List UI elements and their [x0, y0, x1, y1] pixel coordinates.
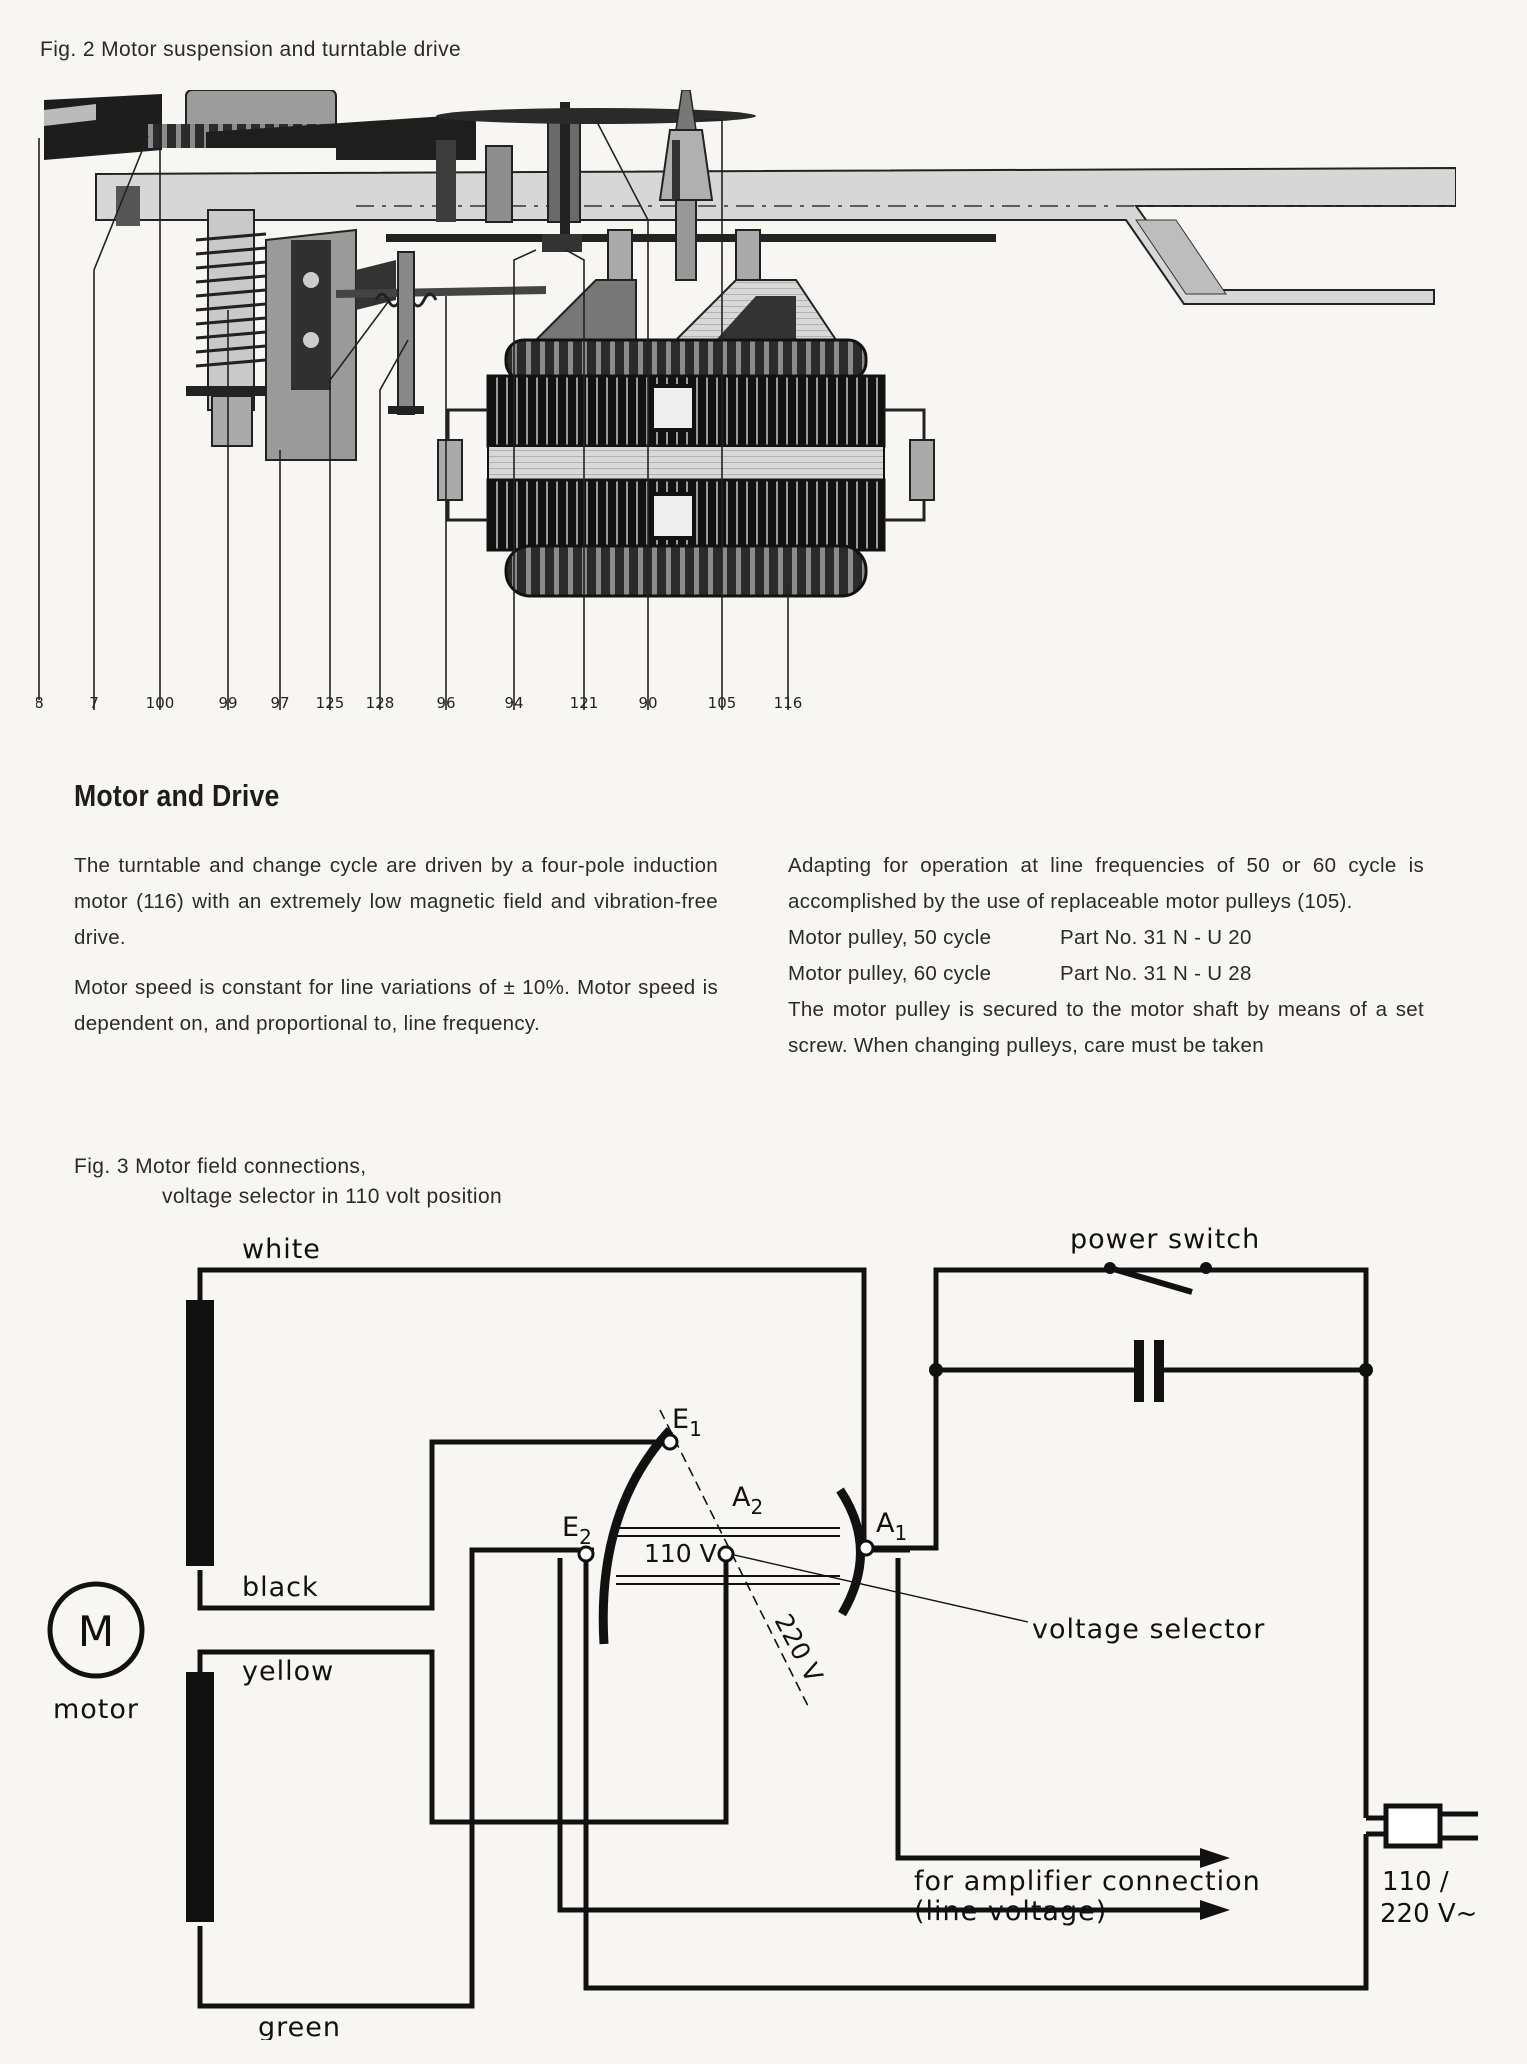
fig2-callouts: 8 7 100 99 97 125 128 96 94 121 90 105 1… — [36, 694, 802, 712]
paragraph: Adapting for operation at line frequenci… — [788, 854, 1424, 913]
callout: 90 — [638, 694, 657, 712]
motor-symbol-icon — [47, 1581, 145, 1679]
callout: 7 — [89, 694, 99, 712]
callout: 105 — [708, 694, 737, 712]
idler-wheel — [436, 108, 756, 124]
paragraph: The motor pulley is secured to the motor… — [788, 998, 1424, 1057]
wires — [197, 1267, 1369, 2009]
part-label: Motor pulley, 50 cycle — [788, 926, 992, 949]
arrowheads — [1200, 1848, 1230, 1920]
link-spring — [336, 251, 546, 415]
wire-label-green: green — [258, 2012, 341, 2040]
motor-pulley — [658, 90, 714, 281]
terminal-label-a1: A1 — [876, 1508, 907, 1545]
turntable-rim — [44, 94, 162, 160]
plug-voltage-line1: 110 / — [1382, 1867, 1449, 1897]
drive-posts — [436, 102, 582, 252]
fig2-caption: Fig. 2 Motor suspension and turntable dr… — [40, 38, 462, 61]
voltage-selector — [577, 1409, 1029, 1707]
wire-label-black: black — [242, 1572, 319, 1603]
section-heading: Motor and Drive — [74, 778, 280, 813]
callout: 116 — [774, 694, 803, 712]
callout: 94 — [504, 694, 523, 712]
callout: 100 — [146, 694, 175, 712]
wire-label-yellow: yellow — [242, 1656, 334, 1687]
fig3-caption: Fig. 3 Motor field connections, voltage … — [74, 1152, 502, 1212]
part-number: Part No. 31 N - U 28 — [1060, 962, 1252, 985]
text-column-right: Adapting for operation at line frequenci… — [788, 848, 1424, 1078]
part-label: Motor pulley, 60 cycle — [788, 962, 992, 985]
callout: 99 — [218, 694, 237, 712]
paragraph: Motor speed is constant for line variati… — [74, 976, 718, 1035]
part-number: Part No. 31 N - U 20 — [1060, 926, 1252, 949]
motor-body — [437, 279, 935, 598]
amplifier-label-line1: for amplifier connection — [914, 1866, 1261, 1897]
position-label-110v: 110 V — [644, 1539, 717, 1568]
suspension-spring — [116, 186, 296, 447]
callout: 128 — [366, 694, 395, 712]
terminal-label-a2: A2 — [732, 1482, 763, 1519]
fig3-wiring-diagram: M motor white black yellow green power s… — [47, 1224, 1478, 2040]
text-column-left: The turntable and change cycle are drive… — [74, 848, 718, 1056]
terminal-label-e1: E1 — [672, 1404, 702, 1441]
callout: 125 — [316, 694, 345, 712]
motor-bracket — [265, 228, 396, 461]
callout: 96 — [436, 694, 455, 712]
motor-coil-upper — [186, 1300, 214, 1566]
part-row: Motor pulley, 60 cycle Part No. 31 N - U… — [788, 956, 1424, 992]
motor-coil-lower — [186, 1672, 214, 1922]
plug-voltage-line2: 220 V~ — [1380, 1899, 1477, 1929]
power-switch-label: power switch — [1070, 1224, 1260, 1255]
fig2-illustration: 8 7 100 99 97 125 128 96 94 121 90 105 1… — [36, 90, 1456, 712]
amplifier-label-line2: (line voltage) — [914, 1896, 1107, 1927]
mains-plug-icon — [1366, 1803, 1478, 1849]
leader-lines — [38, 110, 789, 710]
paragraph: The turntable and change cycle are drive… — [74, 854, 718, 949]
callout: 97 — [270, 694, 289, 712]
power-switch: power switch — [1070, 1224, 1260, 1295]
gear-assembly — [148, 90, 476, 160]
wire-label-white: white — [242, 1234, 321, 1265]
fig3-caption-line1: Fig. 3 Motor field connections, — [74, 1155, 367, 1178]
callout: 121 — [570, 694, 599, 712]
capacitor-icon — [929, 1340, 1373, 1402]
terminal-label-e2: E2 — [562, 1512, 592, 1549]
part-row: Motor pulley, 50 cycle Part No. 31 N - U… — [788, 920, 1424, 956]
motor-label: motor — [53, 1694, 139, 1725]
motor-symbol-letter: M — [78, 1607, 114, 1656]
fig3-caption-line2: voltage selector in 110 volt position — [162, 1185, 503, 1208]
position-label-220v: 220 V — [769, 1609, 829, 1687]
callout: 8 — [36, 694, 44, 712]
voltage-selector-label: voltage selector — [1032, 1614, 1265, 1645]
